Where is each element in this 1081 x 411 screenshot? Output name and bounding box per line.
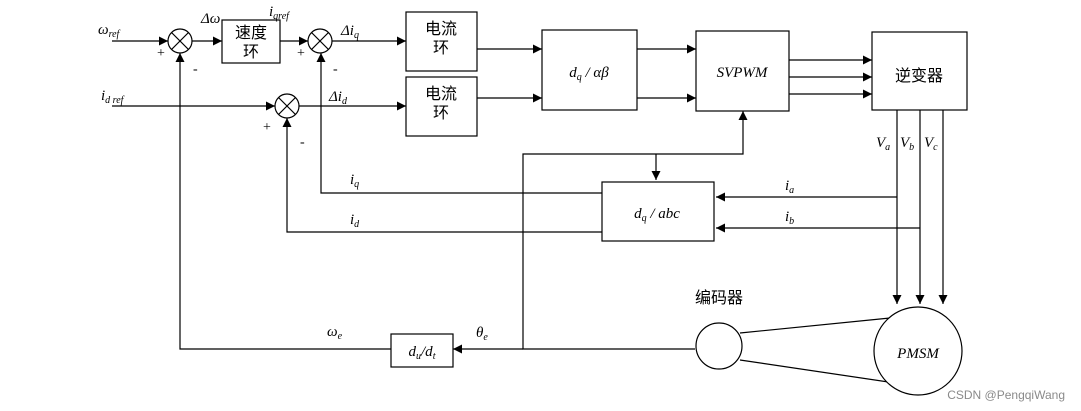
- current-loop-d-label-line1: 电流: [425, 84, 457, 103]
- current-loop-d-block: 电流 环: [405, 76, 478, 137]
- sum1-plus-sign: +: [157, 46, 165, 61]
- speed-loop-label-line1: 速度: [235, 23, 267, 42]
- sum3-plus-sign: +: [263, 120, 271, 135]
- encoder-label: 编码器: [695, 288, 743, 307]
- inverter-block: 逆变器: [871, 31, 968, 111]
- connection-lines: [112, 36, 948, 384]
- current-loop-d-label-line2: 环: [433, 103, 449, 122]
- theta-e-label: θe: [476, 325, 488, 343]
- ia-label: ia: [785, 178, 794, 196]
- pmsm-label: PMSM: [896, 346, 940, 362]
- sum-junction-iq: [307, 28, 333, 54]
- iq-feedback-label: iq: [350, 172, 359, 190]
- dq-abc-label: dq / abc: [634, 206, 680, 224]
- sum2-minus-sign: -: [333, 62, 338, 77]
- pmsm-motor: PMSM: [873, 306, 963, 396]
- inverter-label: 逆变器: [895, 66, 943, 85]
- vc-label: Vc: [924, 135, 938, 153]
- current-loop-q-label-line1: 电流: [425, 19, 457, 38]
- speed-loop-label-line2: 环: [243, 42, 259, 61]
- ib-label: ib: [785, 209, 794, 227]
- omega-ref-label: ωref: [98, 22, 121, 40]
- sum1-minus-sign: -: [193, 62, 198, 77]
- omega-e-label: ωe: [327, 324, 343, 342]
- delta-id-label: Δid: [328, 89, 348, 107]
- vb-label: Vb: [900, 135, 914, 153]
- delta-omega-label: Δω: [200, 11, 220, 27]
- svpwm-block: SVPWM: [695, 30, 790, 112]
- derivative-label: du/dt: [409, 344, 436, 362]
- watermark: CSDN @PengqiWang: [947, 388, 1065, 402]
- derivative-block: du/dt: [390, 333, 454, 368]
- id-feedback-label: id: [350, 212, 360, 230]
- encoder-circle: [695, 322, 743, 370]
- sum2-plus-sign: +: [297, 46, 305, 61]
- dq-to-alphabeta-block: dq / αβ: [541, 29, 638, 111]
- iqref-label: iqref: [269, 4, 290, 22]
- dq-to-alphabeta-label: dq / αβ: [569, 65, 609, 83]
- va-label: Va: [876, 135, 890, 153]
- delta-iq-label: Δiq: [340, 23, 359, 41]
- dq-abc-block: dq / abc: [601, 181, 715, 242]
- speed-loop-block: 速度 环: [221, 19, 281, 64]
- sum3-minus-sign: -: [300, 135, 305, 150]
- svpwm-label: SVPWM: [717, 65, 769, 81]
- current-loop-q-label-line2: 环: [433, 38, 449, 57]
- sum-junction-speed: [167, 28, 193, 54]
- current-loop-q-block: 电流 环: [405, 11, 478, 72]
- sum-junction-id: [274, 93, 300, 119]
- id-ref-label: id ref: [101, 88, 125, 106]
